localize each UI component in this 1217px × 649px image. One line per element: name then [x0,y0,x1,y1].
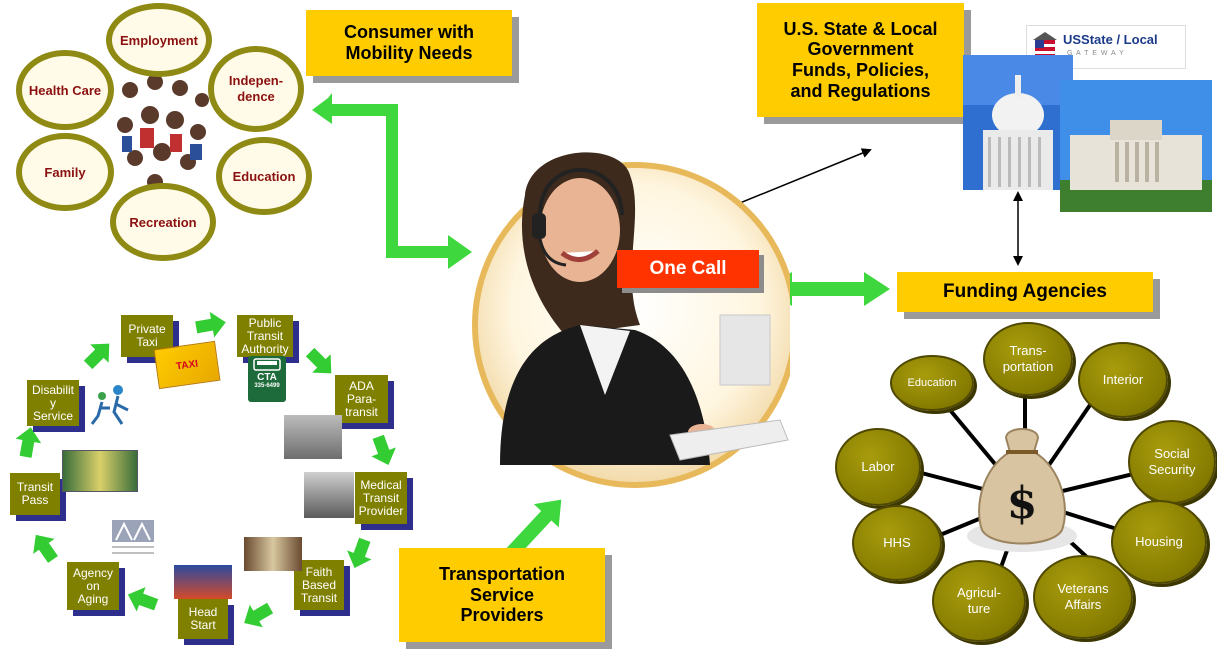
ada-van-photo [284,415,342,459]
agency-interior: Interior [1078,342,1168,418]
flag-seal-icon [1033,32,1057,58]
need-recreation: Recreation [110,183,216,261]
cta-logo-text: CTA [257,372,277,383]
agency-veterans-affairs: Veterans Affairs [1033,555,1133,639]
consumer-mobility-box: Consumer with Mobility Needs [306,10,512,76]
funding-agencies-box: Funding Agencies [897,272,1153,312]
need-independence: Indepen- dence [208,46,304,132]
service-public-transit: Public Transit Authority [237,315,293,357]
need-employment: Employment [106,3,212,77]
transit-pass-photo [62,450,138,492]
taxi-sign-image: TAXI [153,340,221,390]
gateway-logo-subtext: G A T E W A Y [1067,50,1125,57]
consumer-agent-arrow [312,93,472,269]
service-agency-on-aging: Agency on Aging [67,562,119,610]
service-disability: Disabilit y Service [27,380,79,426]
government-funds-box: U.S. State & Local Government Funds, Pol… [757,3,964,117]
capitol-building-photo [963,55,1073,190]
money-bag-image: $ [967,428,1077,552]
agency-education: Education [890,355,974,411]
cta-logo-phone: 335-6499 [254,383,280,389]
transportation-providers-box: Transportation Service Providers [399,548,605,642]
aging-agency-logo [110,518,156,562]
aging-logo-icon [112,520,154,554]
agency-agriculture: Agricul- ture [932,560,1026,642]
gateway-logo-text: USState / Local [1063,32,1158,47]
head-start-photo [174,565,232,599]
onecall-funding-arrow [766,272,890,306]
medical-transit-photo [304,472,354,518]
service-medical-transit: Medical Transit Provider [355,472,407,524]
cta-logo: CTA 335-6499 [248,356,286,402]
need-health-care: Health Care [16,50,114,130]
crowd-photo [117,74,209,190]
one-call-box: One Call [617,250,759,288]
federal-reserve-photo [1060,80,1212,212]
faith-bus-photo [244,537,302,571]
agency-hhs: HHS [852,505,942,581]
dollar-sign: $ [1007,478,1038,529]
need-family: Family [16,133,114,211]
services-ring-arrows [15,311,396,628]
agency-labor: Labor [835,428,921,506]
call-agent-illustration [472,152,790,488]
disability-logo [90,385,129,425]
agency-social-security: Social Security [1128,420,1216,504]
service-head-start: Head Start [178,599,228,639]
agency-transportation: Trans- portation [983,322,1073,396]
service-transit-pass: Transit Pass [10,473,60,515]
agency-housing: Housing [1111,500,1207,584]
need-education: Education [216,137,312,215]
service-ada-paratransit: ADA Para- transit [335,375,388,423]
bus-icon [253,358,281,371]
service-faith-based: Faith Based Transit [294,560,344,610]
